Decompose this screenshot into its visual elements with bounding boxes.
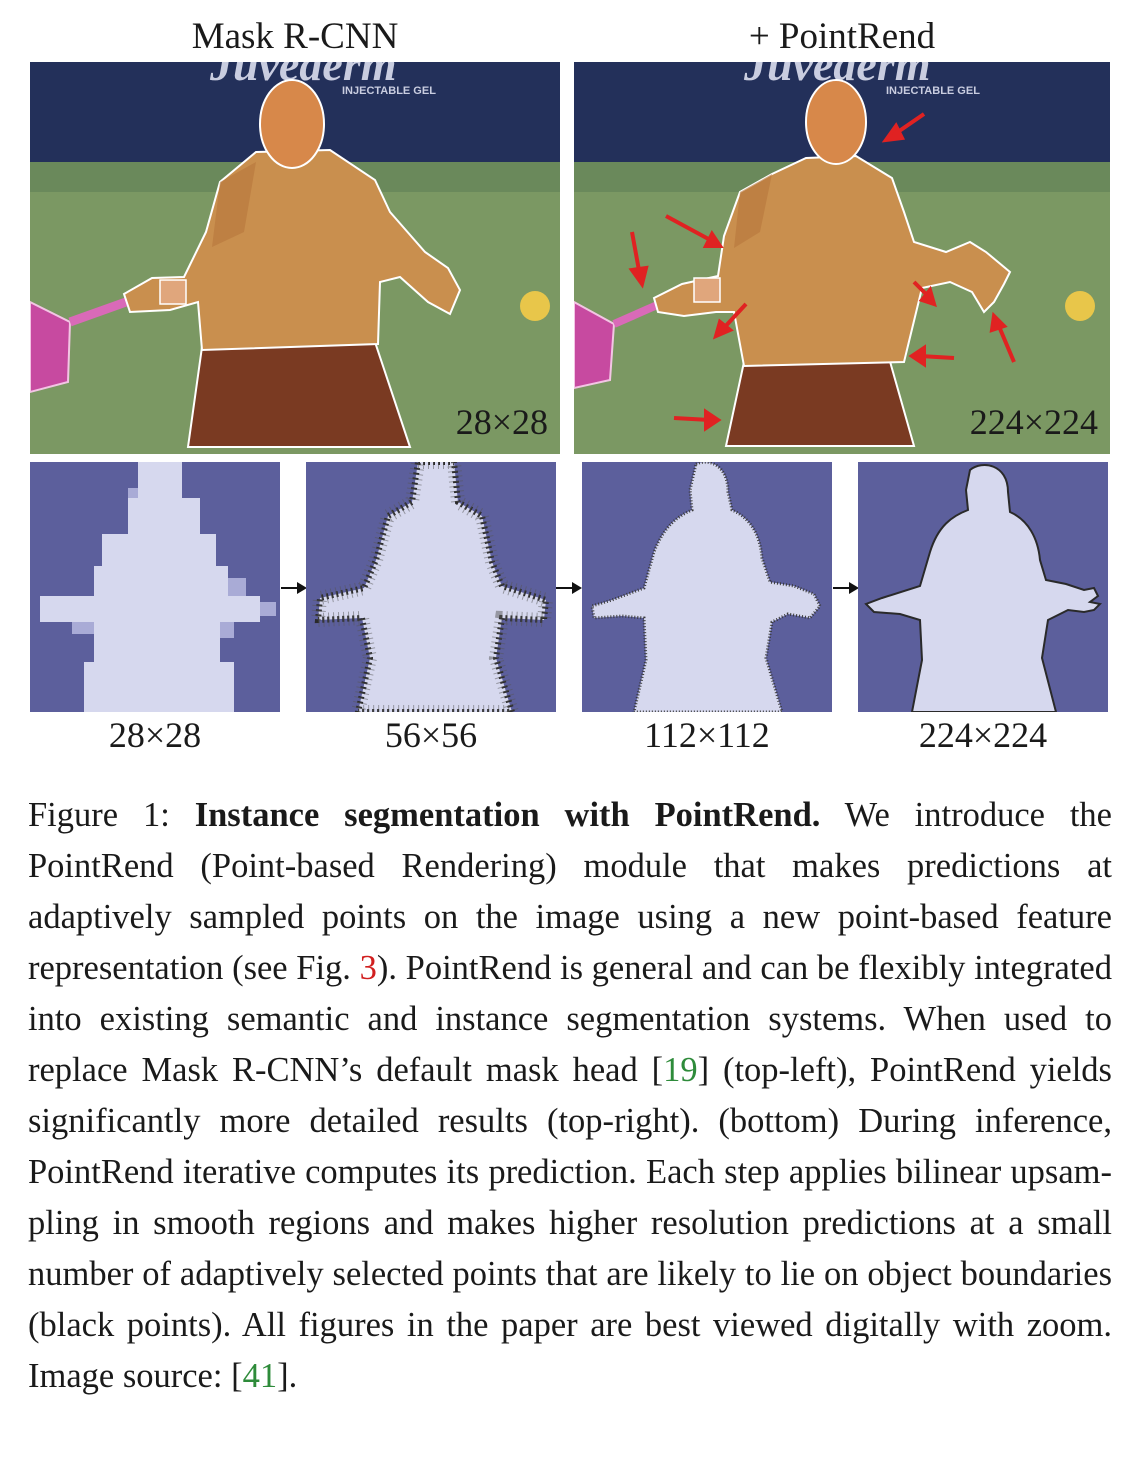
- left-resolution-label: 28×28: [456, 402, 548, 442]
- figure-caption: Figure 1: Instance segmentation with Poi…: [28, 790, 1112, 1402]
- step-arrow-2: [556, 582, 582, 594]
- caption-text-1: We introduce the PointRend (Point-based …: [28, 796, 1112, 987]
- mask-56x56: [306, 462, 556, 712]
- right-resolution-label: 224×224: [970, 402, 1098, 442]
- caption-title: Instance segmentation with PointRend.: [194, 796, 821, 834]
- reference-41-link[interactable]: 41: [242, 1357, 278, 1395]
- mask-112x112: [582, 462, 832, 712]
- step-arrow-3: [833, 582, 859, 594]
- mask-label-56: 56×56: [384, 715, 478, 755]
- mask-rcnn-result-image: Juvederm INJECTABLE GEL 28×28: [30, 62, 560, 454]
- mask-28x28: [30, 462, 280, 712]
- mask-label-112: 112×112: [644, 715, 770, 755]
- right-column-title: + PointRend: [748, 16, 936, 57]
- pointrend-result-image: Juvederm INJECTABLE GEL 224×224: [574, 62, 1110, 454]
- reference-19-link[interactable]: 19: [663, 1051, 698, 1089]
- left-banner-subtitle: INJECTABLE GEL: [342, 85, 436, 97]
- mask-label-224: 224×224: [918, 715, 1048, 755]
- caption-text-4: ].: [277, 1357, 298, 1395]
- step-arrow-1: [281, 582, 307, 594]
- figure-label: Figure 1:: [28, 796, 170, 834]
- figure-3-link[interactable]: 3: [359, 949, 377, 987]
- mask-label-28: 28×28: [108, 715, 202, 755]
- boundary-arrows: [628, 112, 1016, 432]
- caption-text-3: ] (top-left), PointRend yields significa…: [28, 1051, 1112, 1395]
- mask-224x224: [858, 462, 1108, 712]
- right-banner-subtitle: INJECTABLE GEL: [886, 85, 980, 97]
- caption-text-2: ). PointRend is general and can be flexi…: [28, 949, 1112, 1089]
- left-column-title: Mask R-CNN: [191, 16, 399, 57]
